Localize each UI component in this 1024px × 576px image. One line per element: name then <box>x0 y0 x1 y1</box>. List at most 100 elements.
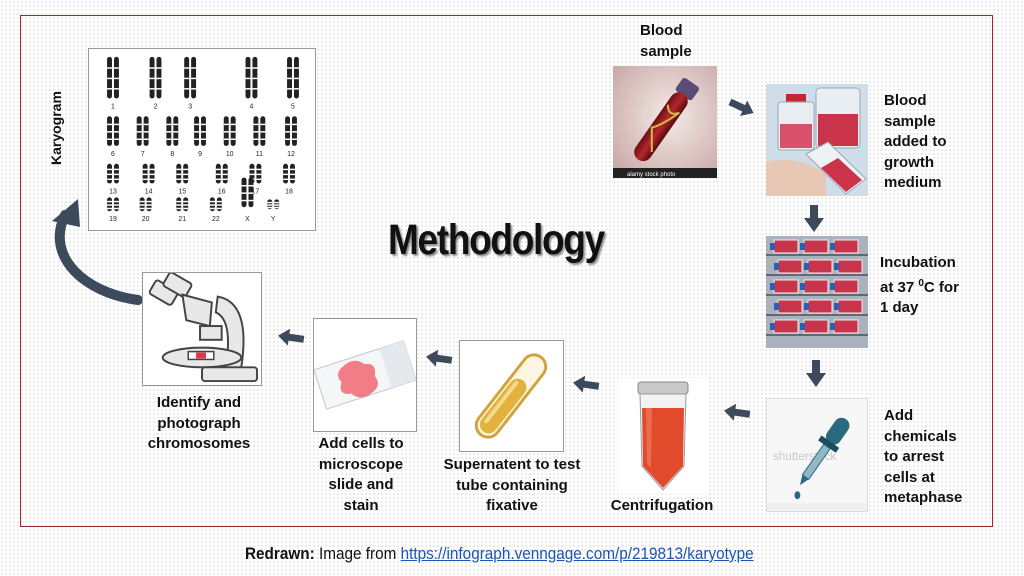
flask-cap <box>770 283 775 290</box>
chromosome-band <box>183 168 189 171</box>
chromosome-band <box>216 207 222 210</box>
chromosome-band <box>173 131 179 133</box>
chromosome-band <box>136 138 142 140</box>
chromosome-band <box>249 168 255 171</box>
chromosome-band <box>253 138 259 140</box>
chromosome-band <box>156 67 162 69</box>
label-microscope-slide: Add cells to microscope slide and stain <box>318 435 404 514</box>
chromosome-6 <box>107 116 112 146</box>
chromosome-band <box>146 207 152 210</box>
flask-cap <box>834 303 839 310</box>
chromosome-band <box>260 131 266 133</box>
chromosome-band <box>290 168 295 171</box>
karyotype-number: 2 <box>154 103 158 110</box>
flask-cap <box>774 263 779 270</box>
culture-flask <box>777 299 803 314</box>
chromosome-band <box>143 138 149 140</box>
microscope-image <box>142 272 262 386</box>
culture-flask <box>777 259 803 274</box>
karyotype-number: 15 <box>178 188 186 195</box>
karyotype-number: 21 <box>178 216 186 223</box>
chromosome-band <box>149 173 155 176</box>
chromosome-band <box>285 131 291 133</box>
chromosome-band <box>230 131 236 133</box>
chromosome-band <box>223 123 229 126</box>
chromosome-band <box>241 199 247 202</box>
chromosome-7 <box>136 116 142 146</box>
karyotype-number: Y <box>271 216 276 223</box>
chromosome-band <box>107 77 112 80</box>
culture-flask <box>837 299 863 314</box>
chromosome-10 <box>223 116 229 146</box>
footer-credit: Redrawn: Image from https://infograph.ve… <box>245 544 754 564</box>
chromosome-11 <box>253 116 259 146</box>
chromosome-band <box>252 67 258 69</box>
chromosome-band <box>113 168 119 171</box>
chromosome-band <box>287 77 293 80</box>
flask-cap <box>830 323 835 330</box>
chromosome-band <box>256 168 262 171</box>
chromosome-band <box>107 178 112 181</box>
chromosome-band <box>149 168 155 171</box>
karyotype-number: 17 <box>252 188 260 195</box>
chromosome-band <box>146 204 152 206</box>
chromosome-band <box>249 173 255 176</box>
chromosome-band <box>241 192 247 194</box>
arrow-right-down-icon <box>728 98 754 117</box>
chromosome-band <box>283 168 289 171</box>
chromosome-8 <box>166 116 172 146</box>
centrifuge-tube-image <box>618 378 708 494</box>
chromosome-band <box>256 173 262 176</box>
chromosome-band <box>113 123 119 126</box>
chromosome-band <box>173 123 179 126</box>
arrow-down-icon <box>804 205 824 232</box>
karyotype-number: 12 <box>287 151 295 158</box>
incubator-shelf <box>766 334 868 336</box>
chromosome-band <box>191 88 197 90</box>
source-link[interactable]: https://infograph.venngage.com/p/219813/… <box>400 544 754 563</box>
arrow-left-icon <box>573 375 600 393</box>
chromosome-band <box>107 207 112 210</box>
culture-flask <box>837 259 863 274</box>
chromosome-band <box>146 200 152 203</box>
chromosome-band <box>267 204 273 206</box>
incubation-text-b: C for <box>923 278 959 296</box>
chromosome-band <box>184 88 190 90</box>
flask-cap <box>804 263 809 270</box>
karyotype-number: 16 <box>218 188 226 195</box>
chromosome-band <box>201 123 206 126</box>
karyotype-number: 7 <box>141 151 145 158</box>
karyotype-number: 1 <box>111 103 115 110</box>
chromosome-band <box>267 201 273 204</box>
chromosome-band <box>209 204 215 206</box>
karyotype-number: 9 <box>198 151 202 158</box>
chromosome-band <box>285 138 291 140</box>
chromosome-band <box>176 200 182 203</box>
chromosome-band <box>245 88 251 90</box>
chromosome-band <box>194 131 200 133</box>
chromosome-band <box>113 173 119 176</box>
chromosome-band <box>274 206 280 209</box>
culture-flask <box>803 279 829 294</box>
incubator-shelf <box>766 294 868 296</box>
chromosome-band <box>222 173 228 176</box>
chromosome-band <box>136 123 142 126</box>
chromosome-band <box>252 88 258 90</box>
chromosome-9 <box>194 116 200 146</box>
chromosome-band <box>166 123 172 126</box>
karyogram-label: Karyogram <box>48 91 64 165</box>
chromosome-band <box>201 131 206 133</box>
chromosome-band <box>149 178 155 181</box>
alamy-watermark: alamy stock photo <box>627 172 676 178</box>
chromosome-band <box>107 131 112 133</box>
footer-text: Image from <box>314 544 401 563</box>
flask-cap <box>834 263 839 270</box>
chromosome-band <box>252 77 258 80</box>
flask-cap <box>770 323 775 330</box>
chromosome-band <box>194 123 200 126</box>
chromosome-band <box>222 168 228 171</box>
chromosome-band <box>173 138 179 140</box>
karyotype-number: 4 <box>250 103 254 110</box>
chromosome-band <box>107 200 112 203</box>
